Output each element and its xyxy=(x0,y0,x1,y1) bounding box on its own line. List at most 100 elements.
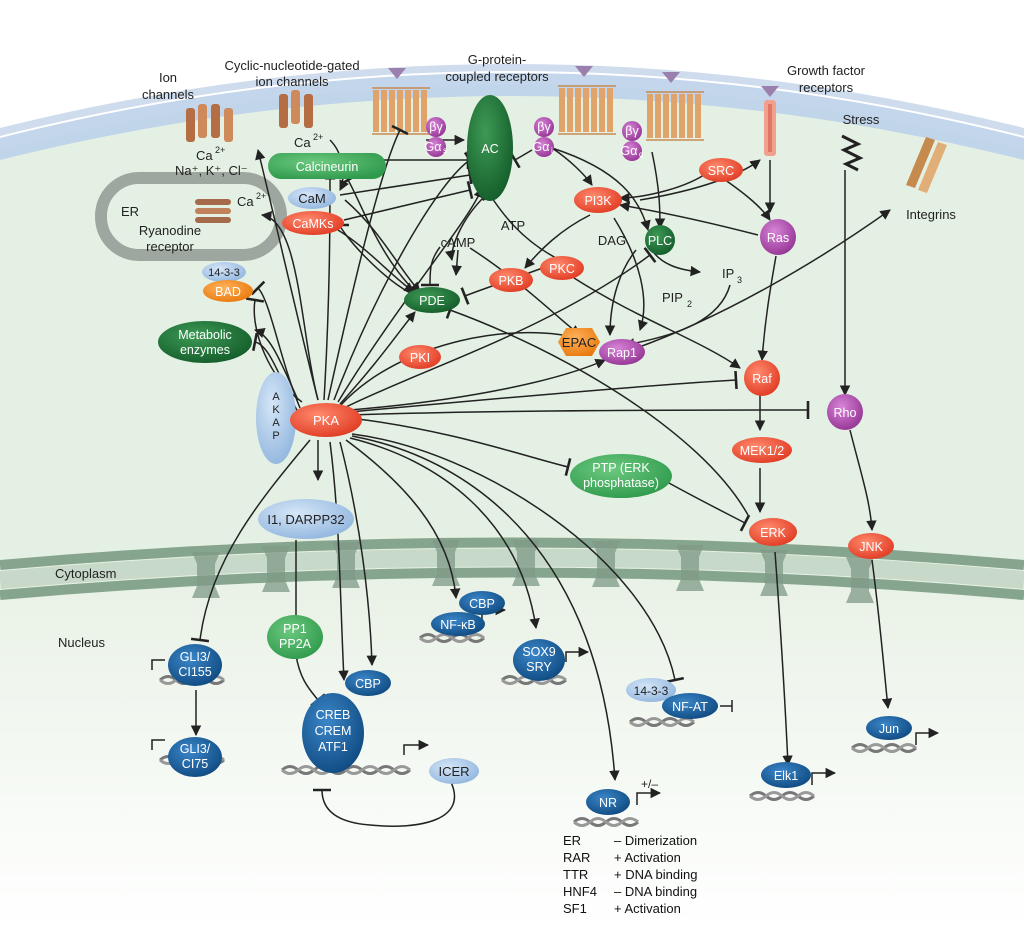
gpcr-line1: G-protein- xyxy=(468,52,527,67)
pki-label: PKI xyxy=(410,351,430,365)
cbp-creb-label: CBP xyxy=(355,677,381,691)
elk1-label: Elk1 xyxy=(774,769,798,783)
src-label: SRC xyxy=(708,164,734,178)
node-nr: NR xyxy=(586,789,630,815)
metabolic-line2: enzymes xyxy=(180,343,230,357)
growth-factor-receptor xyxy=(761,86,779,156)
gene-promoter-marks xyxy=(151,604,940,805)
legend-effect: – DNA binding xyxy=(614,884,698,899)
akap-k: K xyxy=(272,404,280,416)
icer-label: ICER xyxy=(438,764,469,779)
node-ac: AC xyxy=(467,95,513,201)
node-pi3k: PI3K xyxy=(574,187,622,213)
cell-background xyxy=(0,64,1024,926)
gli3-75-line1: GLI3/ xyxy=(180,742,211,756)
legend-effect: + Activation xyxy=(614,850,681,865)
cam-label: CaM xyxy=(298,191,325,206)
g-q-beta-gamma: βγ xyxy=(625,124,639,138)
plc-label: PLC xyxy=(648,234,672,248)
legend-receptor: TTR xyxy=(563,867,589,882)
ions-ca-sup: 2+ xyxy=(215,145,225,155)
er-label: ER xyxy=(121,204,139,219)
pip2-sub: 2 xyxy=(687,299,692,309)
cbp-nfkb-label: CBP xyxy=(469,597,495,611)
ca-cng-sup: 2+ xyxy=(313,132,323,142)
creb-line2: CREM xyxy=(315,724,352,738)
node-rap1: Rap1 xyxy=(599,339,645,365)
legend-receptor: HNF4 xyxy=(563,884,597,899)
ras-label: Ras xyxy=(767,231,789,245)
gli3-75-line2: CI75 xyxy=(182,757,208,771)
ryanodine-receptor-icon xyxy=(195,199,231,223)
node-src: SRC xyxy=(699,158,743,182)
node-pp1-pp2a: PP1 PP2A xyxy=(267,615,323,659)
nr-label: NR xyxy=(599,796,617,810)
mek-label: MEK1/2 xyxy=(740,444,785,458)
pde-label: PDE xyxy=(419,294,445,308)
legend-row: ER – Dimerization xyxy=(563,832,697,849)
ip3-sub: 3 xyxy=(737,275,742,285)
node-cam: CaM xyxy=(288,187,336,209)
epac-label: EPAC xyxy=(562,335,596,350)
pp1-line2: PP2A xyxy=(279,637,312,651)
node-calcineurin: Calcineurin xyxy=(268,153,386,179)
integrin-receptor xyxy=(906,137,947,193)
integrins-label: Integrins xyxy=(906,207,956,222)
node-plc: PLC xyxy=(645,225,675,255)
endoplasmic-reticulum xyxy=(95,172,287,261)
gpcr-right xyxy=(646,72,704,141)
node-epac: EPAC xyxy=(558,328,600,356)
ryanodine-line2: receptor xyxy=(146,239,194,254)
legend-receptor: ER xyxy=(563,833,582,848)
g-s-sub: s xyxy=(443,146,447,155)
cytoplasm-label: Cytoplasm xyxy=(55,566,116,581)
i1-label: I1, DARPP32 xyxy=(267,512,344,527)
node-metabolic-enzymes: Metabolic enzymes xyxy=(158,321,252,363)
dag-label: DAG xyxy=(598,233,626,248)
pp1-line1: PP1 xyxy=(283,622,307,636)
ca-er-label: Ca xyxy=(237,194,254,209)
g-s-beta-gamma: βγ xyxy=(429,120,443,134)
gli3-155-line1: GLI3/ xyxy=(180,650,211,664)
nfat-label: NF-AT xyxy=(672,700,708,714)
legend-receptor: RAR xyxy=(563,850,591,865)
node-cbp-nfkb: CBP xyxy=(459,591,505,615)
node-ras: Ras xyxy=(760,219,796,255)
node-jun: Jun xyxy=(866,716,912,740)
node-g-q: βγ Gα q xyxy=(621,121,643,161)
gpcr-line2: coupled receptors xyxy=(445,69,549,84)
erk-label: ERK xyxy=(760,526,786,540)
g-q-alpha: Gα xyxy=(621,144,638,158)
pi3k-label: PI3K xyxy=(584,194,612,208)
legend-effect: – Dimerization xyxy=(614,833,698,848)
ca-er-sup: 2+ xyxy=(256,191,266,201)
g-i-alpha: Gα xyxy=(533,140,550,154)
g-s-alpha: Gα xyxy=(425,140,442,154)
ions-rest-label: Na⁺, K⁺, Cl⁻ xyxy=(175,163,248,178)
ca-cng-label: Ca xyxy=(294,135,311,150)
node-jnk: JNK xyxy=(848,533,894,559)
legend-row: TTR + DNA binding xyxy=(563,866,697,883)
sox9-line2: SRY xyxy=(526,660,552,674)
g-i-sub: i xyxy=(551,146,553,155)
ip3-label: IP xyxy=(722,266,734,281)
node-pka: PKA xyxy=(290,403,362,437)
node-g-s: βγ Gα s xyxy=(425,117,447,157)
g-q-sub: q xyxy=(639,150,643,159)
node-raf: Raf xyxy=(744,360,780,396)
n1433-top-label: 14-3-3 xyxy=(208,267,240,279)
ptp-line1: PTP (ERK xyxy=(592,461,650,475)
legend-effect: + DNA binding xyxy=(614,867,698,882)
n1433-nuc-label: 14-3-3 xyxy=(634,684,669,698)
akap-a1: A xyxy=(272,391,280,403)
node-ptp: PTP (ERK phosphatase) xyxy=(570,454,672,498)
node-erk: ERK xyxy=(749,518,797,546)
ion-channels-line1: Ion xyxy=(159,70,177,85)
rho-label: Rho xyxy=(834,406,857,420)
node-icer: ICER xyxy=(429,758,479,784)
akap-p: P xyxy=(272,430,279,442)
node-creb-crem-atf1: CREB CREM ATF1 xyxy=(302,693,364,773)
